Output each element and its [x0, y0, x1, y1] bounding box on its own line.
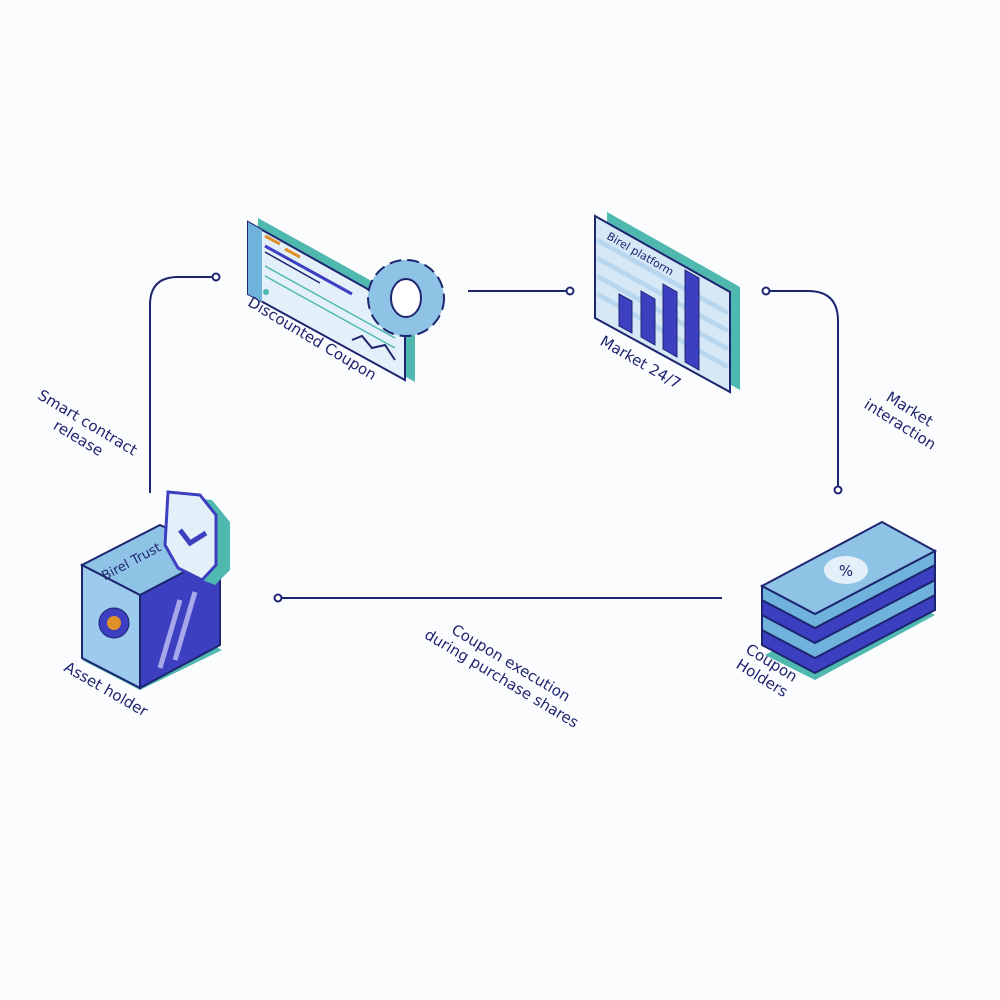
chart-bar [684, 269, 700, 371]
connector-dot [761, 286, 771, 296]
connector-market-interaction [770, 290, 839, 486]
percent-badge [824, 556, 868, 584]
connector-smart-contract [149, 276, 213, 493]
percent-icon: % [839, 562, 853, 580]
shield-check-icon [163, 490, 230, 585]
chart-bar [640, 290, 656, 346]
connector-dot [833, 485, 843, 495]
chart-bar [618, 293, 633, 334]
safe-illustration [79, 490, 230, 690]
gear-icon [367, 259, 445, 337]
connector-dot [211, 272, 221, 282]
market-illustration [594, 212, 740, 394]
chart-bar [662, 283, 678, 358]
connector-dot [565, 286, 575, 296]
money-stack-illustration: % [759, 520, 938, 680]
connector-dot [273, 593, 283, 603]
coupon-illustration [247, 218, 445, 382]
